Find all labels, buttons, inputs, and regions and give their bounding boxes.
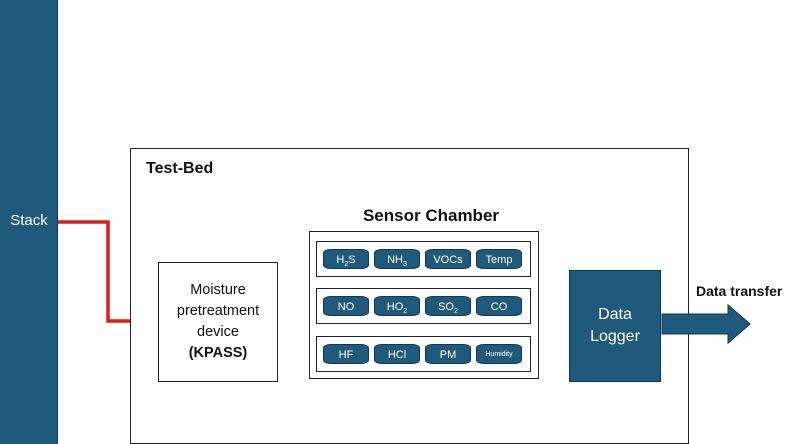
sensor-humidity: Humidity xyxy=(476,344,522,364)
sensor-pm: PM xyxy=(425,344,471,364)
moisture-pretreatment-device: Moisture pretreatment device (KPASS) xyxy=(158,262,278,382)
stack-flow-arrow xyxy=(58,220,152,325)
sensor-ho2: HO2 xyxy=(374,296,420,316)
sensor-temp: Temp xyxy=(476,249,522,269)
moisture-line-3: device xyxy=(197,324,239,340)
moisture-line-2: pretreatment xyxy=(176,303,260,319)
sensor-co: CO xyxy=(476,296,522,316)
logger-line-2: Logger xyxy=(590,328,640,345)
stack-label: Stack xyxy=(10,212,48,229)
logger-line-1: Data xyxy=(598,306,632,323)
sensor-chamber xyxy=(309,231,539,379)
sensor-nh3: NH3 xyxy=(374,249,420,269)
moisture-line-1: Moisture xyxy=(190,282,246,298)
sensor-chamber-title: Sensor Chamber xyxy=(362,206,500,225)
sensor-no: NO xyxy=(323,296,369,316)
sensor-h2s: H2S xyxy=(323,249,369,269)
sensor-vocs: VOCs xyxy=(425,249,471,269)
sensor-hcl: HCl xyxy=(374,344,420,364)
sensor-so2: SO2 xyxy=(425,296,471,316)
data-transfer-label: Data transfer xyxy=(696,283,783,299)
test-bed-title: Test-Bed xyxy=(146,160,214,177)
sensor-hf: HF xyxy=(323,344,369,364)
data-logger: Data Logger xyxy=(569,270,661,382)
moisture-line-4: (KPASS) xyxy=(188,345,248,361)
stack-column xyxy=(0,0,58,444)
